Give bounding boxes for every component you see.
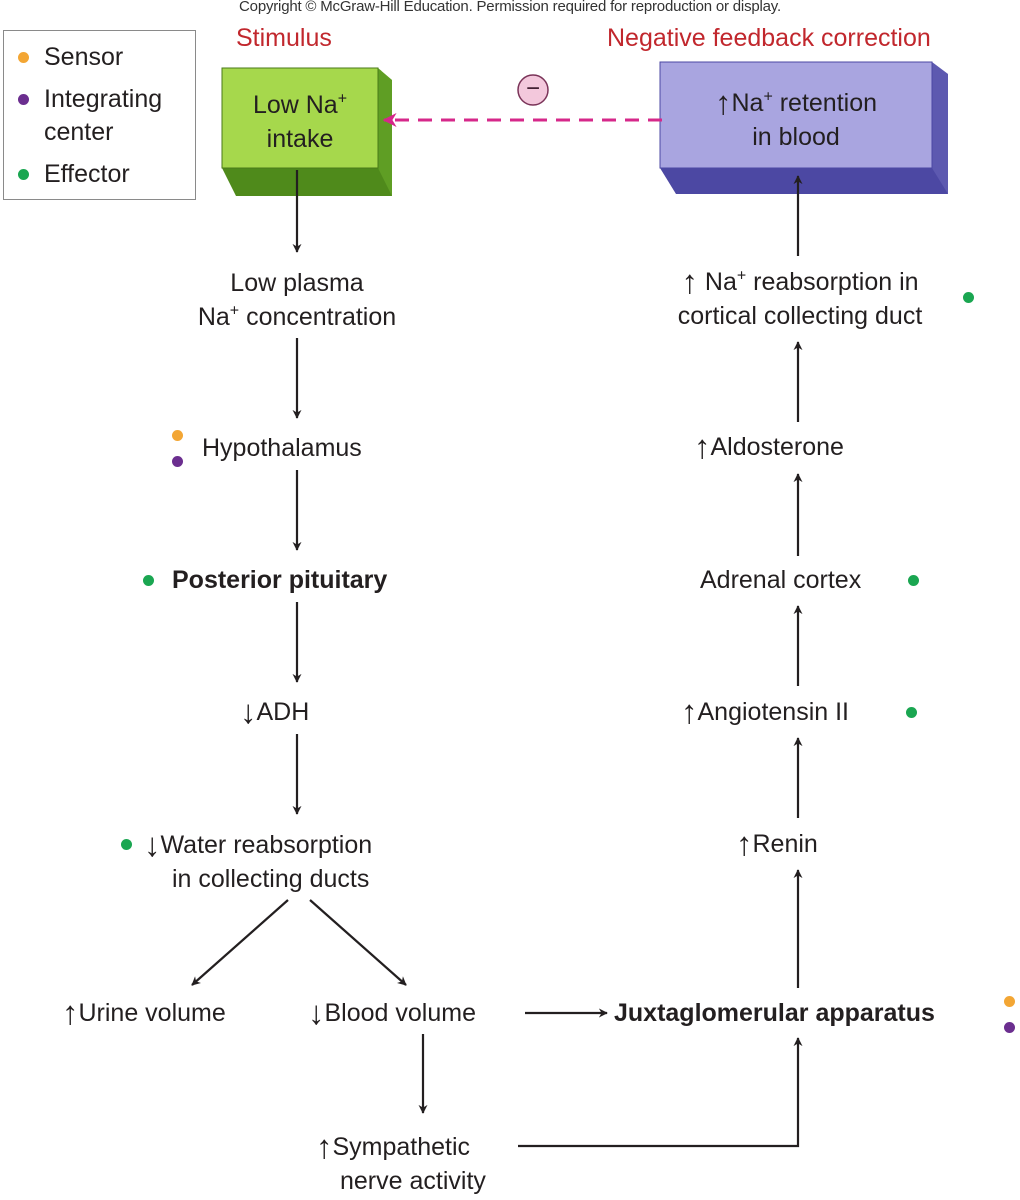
up-arrow-icon: ↑ bbox=[694, 428, 711, 465]
sympathetic-node: ↑Sympathetic nerve activity bbox=[316, 1130, 486, 1198]
down-arrow-icon: ↓ bbox=[308, 994, 325, 1031]
correction-heading: Negative feedback correction bbox=[607, 24, 931, 52]
correction-line1: Na bbox=[731, 89, 764, 117]
sensor-dot-icon bbox=[1004, 996, 1015, 1007]
symp-line2: nerve activity bbox=[340, 1167, 486, 1195]
integrating-center-dot-icon bbox=[18, 94, 29, 105]
hypothalamus-node: Hypothalamus bbox=[202, 434, 362, 462]
posterior-pituitary-node: Posterior pituitary bbox=[172, 566, 388, 594]
water-reabsorption-node: ↓Water reabsorption in collecting ducts bbox=[144, 828, 372, 896]
blood-label: Blood volume bbox=[324, 999, 476, 1027]
low-plasma-line1: Low plasma bbox=[230, 269, 364, 297]
legend-item-sensor: Sensor bbox=[18, 41, 123, 74]
legend: Sensor Integrating center Effector bbox=[3, 30, 196, 200]
integrating-center-dot-icon bbox=[172, 456, 183, 467]
stimulus-line2: intake bbox=[266, 125, 334, 153]
up-arrow-icon: ↑ bbox=[681, 263, 698, 300]
low-plasma-na-node: Low plasma Na+ concentration bbox=[172, 266, 422, 334]
urine-volume-node: ↑Urine volume bbox=[62, 996, 226, 1030]
integrating-center-dot-icon bbox=[1004, 1022, 1015, 1033]
up-arrow-icon: ↑ bbox=[316, 1128, 333, 1165]
legend-label-integrating: Integrating bbox=[44, 85, 163, 113]
legend-label-center: center bbox=[44, 118, 114, 146]
stimulus-box-text: Low Na+ intake bbox=[222, 88, 378, 156]
stimulus-line1: Low Na bbox=[252, 91, 338, 119]
correction-line1b: retention bbox=[772, 89, 878, 117]
renin-node: ↑Renin bbox=[736, 827, 818, 861]
blood-volume-node: ↓Blood volume bbox=[308, 996, 476, 1030]
up-arrow-icon: ↑ bbox=[736, 825, 753, 862]
correction-box bbox=[659, 61, 948, 194]
adh-label: ADH bbox=[256, 698, 310, 726]
low-plasma-sup: + bbox=[229, 302, 240, 320]
reab-line2: cortical collecting duct bbox=[677, 302, 923, 330]
stimulus-heading: Stimulus bbox=[236, 24, 332, 52]
water-line2: in collecting ducts bbox=[172, 865, 370, 893]
down-arrow-icon: ↓ bbox=[240, 693, 257, 730]
effector-dot-icon bbox=[963, 292, 974, 303]
legend-item-integrating-center: Integrating center bbox=[18, 83, 162, 149]
adh-node: ↓ADH bbox=[240, 695, 309, 729]
aldo-label: Aldosterone bbox=[710, 433, 844, 461]
na-reabsorption-node: ↑ Na+ reabsorption in cortical collectin… bbox=[640, 265, 960, 333]
down-arrow-icon: ↓ bbox=[144, 826, 161, 863]
effector-dot-icon bbox=[143, 575, 154, 586]
renin-label: Renin bbox=[752, 830, 818, 858]
up-arrow-icon: ↑ bbox=[62, 994, 79, 1031]
reab-sup: + bbox=[736, 267, 747, 285]
jga-node: Juxtaglomerular apparatus bbox=[614, 999, 935, 1027]
adrenal-cortex-node: Adrenal cortex bbox=[700, 566, 862, 594]
legend-label-effector: Effector bbox=[44, 160, 130, 188]
angiotensin-node: ↑Angiotensin II bbox=[681, 695, 849, 729]
negative-sign-label: − bbox=[525, 75, 540, 102]
aldosterone-node: ↑Aldosterone bbox=[694, 430, 844, 464]
reab-line1b: reabsorption in bbox=[746, 268, 919, 296]
stimulus-box bbox=[221, 67, 392, 196]
reab-line1a: Na bbox=[697, 268, 737, 296]
correction-sup: + bbox=[763, 88, 773, 106]
legend-item-effector: Effector bbox=[18, 158, 130, 191]
correction-box-text: ↑Na+ retention in blood bbox=[660, 86, 932, 154]
up-arrow-icon: ↑ bbox=[681, 693, 698, 730]
effector-dot-icon bbox=[908, 575, 919, 586]
water-line1: Water reabsorption bbox=[160, 831, 373, 859]
up-arrow-icon: ↑ bbox=[714, 84, 732, 121]
effector-dot-icon bbox=[18, 169, 29, 180]
effector-dot-icon bbox=[121, 839, 132, 850]
low-plasma-line2b: concentration bbox=[239, 303, 397, 331]
copyright-notice: Copyright © McGraw-Hill Education. Permi… bbox=[239, 0, 781, 15]
stimulus-sup: + bbox=[337, 90, 348, 108]
sensor-dot-icon bbox=[172, 430, 183, 441]
negative-sign-circle bbox=[517, 74, 549, 106]
correction-line2: in blood bbox=[752, 123, 840, 151]
legend-label-sensor: Sensor bbox=[44, 43, 124, 71]
sensor-dot-icon bbox=[18, 52, 29, 63]
angio-label: Angiotensin II bbox=[697, 698, 850, 726]
low-plasma-line2a: Na bbox=[197, 303, 230, 331]
effector-dot-icon bbox=[906, 707, 917, 718]
urine-label: Urine volume bbox=[78, 999, 226, 1027]
symp-line1: Sympathetic bbox=[332, 1133, 471, 1161]
